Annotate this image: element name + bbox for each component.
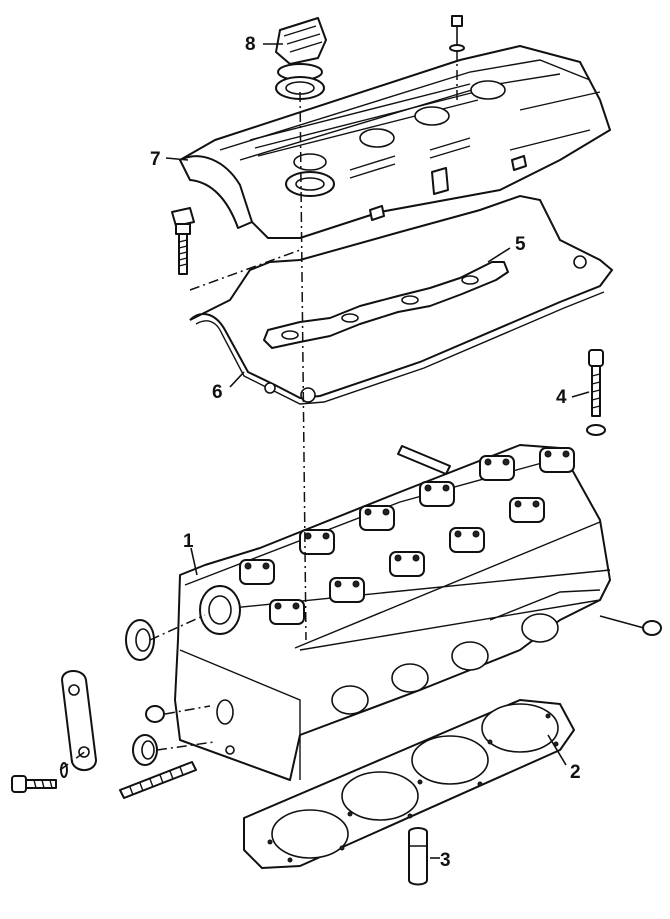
leader-lines (165, 43, 590, 859)
callout-8: 8 (245, 34, 256, 55)
filler-cap-seal-ring (275, 76, 325, 100)
cover-bolt-right (586, 349, 606, 436)
cylinder-head-gasket (243, 699, 575, 869)
spark-plug-hole-gasket (263, 261, 509, 349)
callout-1: 1 (183, 531, 194, 552)
oil-filler-cap (275, 17, 327, 81)
cylinder-head (174, 444, 662, 781)
plug-seal (132, 734, 158, 766)
callout-5: 5 (515, 234, 526, 255)
callout-6: 6 (212, 382, 223, 403)
camshaft-bearing-caps (239, 447, 575, 625)
cover-bolt-left (171, 207, 195, 275)
bracket-bolt (11, 762, 68, 793)
engine-lifting-bracket (61, 670, 97, 771)
cylinder-head-cover-gasket (189, 194, 614, 405)
callout-3: 3 (440, 850, 451, 871)
callout-7: 7 (150, 149, 161, 170)
dowel-sleeve (408, 827, 428, 886)
long-stud (119, 761, 197, 799)
cylinder-head-cover (179, 45, 611, 239)
head-plug (145, 705, 165, 723)
cover-bolt-top (449, 15, 465, 52)
callout-2: 2 (570, 762, 581, 783)
callout-4: 4 (556, 387, 567, 408)
camshaft-oil-seal (125, 619, 155, 661)
head-stud (397, 445, 451, 475)
assembly-center-lines (59, 50, 458, 771)
